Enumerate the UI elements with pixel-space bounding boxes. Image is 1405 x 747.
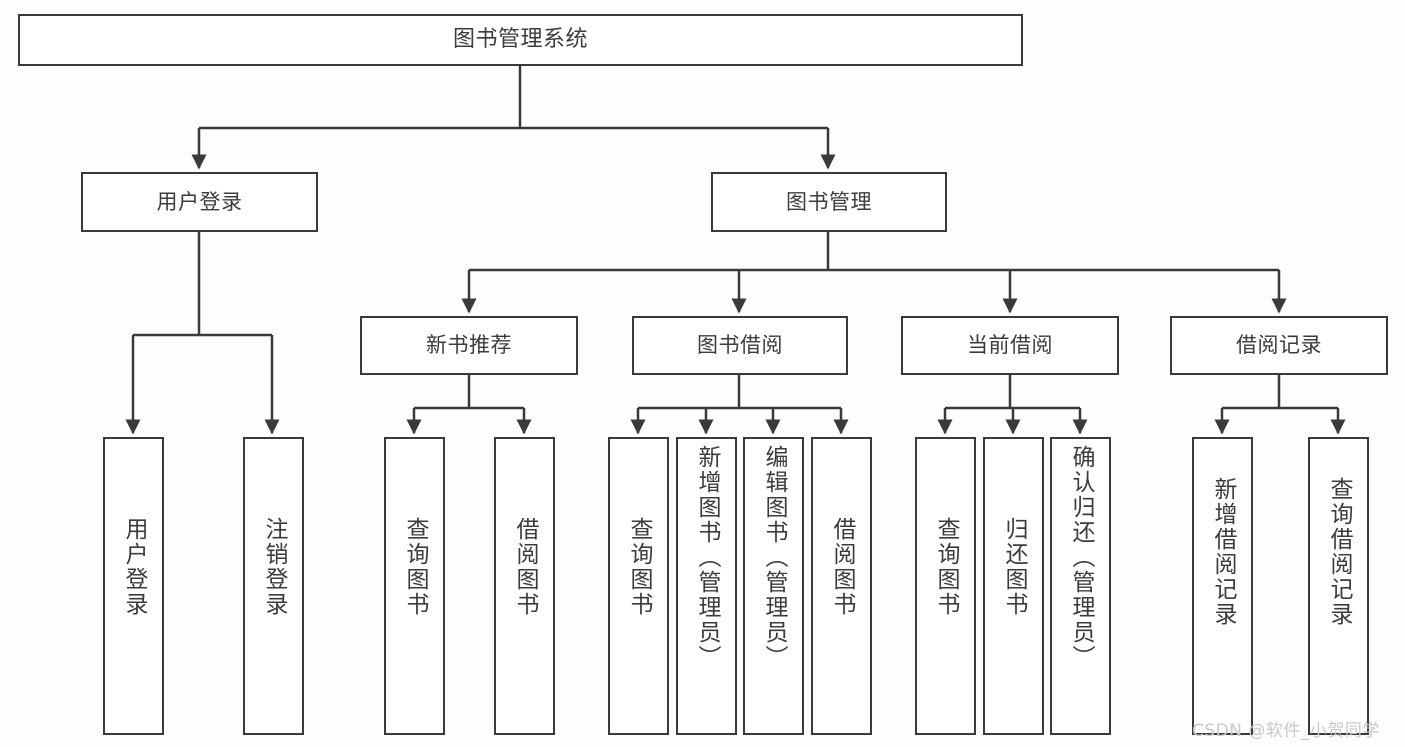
node-borrow-record[interactable]: 借阅记录 bbox=[1170, 316, 1388, 375]
node-label: 查询图书 bbox=[933, 517, 959, 617]
node-label: 确认归还（管理员） bbox=[1068, 445, 1094, 670]
leaf-query-book-recommend[interactable]: 查询图书 bbox=[384, 437, 445, 735]
leaf-add-book-admin[interactable]: 新增图书（管理员） bbox=[676, 437, 737, 735]
leaf-edit-book-admin[interactable]: 编辑图书（管理员） bbox=[743, 437, 804, 735]
node-new-book-recommend[interactable]: 新书推荐 bbox=[360, 316, 578, 375]
node-label: 查询借阅记录 bbox=[1326, 477, 1352, 627]
node-label: 借阅图书 bbox=[512, 517, 538, 617]
leaf-user-login[interactable]: 用户登录 bbox=[103, 437, 164, 735]
leaf-confirm-return-admin[interactable]: 确认归还（管理员） bbox=[1050, 437, 1111, 735]
csdn-watermark: CSDN @软件_小贺同学 bbox=[1192, 721, 1380, 741]
node-label: 用户登录 bbox=[156, 189, 243, 214]
node-label: 新增图书（管理员） bbox=[694, 445, 720, 670]
node-label: 查询图书 bbox=[626, 517, 652, 617]
node-label: 归还图书 bbox=[1001, 517, 1027, 617]
node-label: 用户登录 bbox=[121, 517, 147, 617]
node-root-system[interactable]: 图书管理系统 bbox=[18, 14, 1023, 66]
node-label: 查询图书 bbox=[402, 517, 428, 617]
leaf-add-borrow-record[interactable]: 新增借阅记录 bbox=[1192, 437, 1253, 735]
node-label: 借阅记录 bbox=[1236, 333, 1322, 358]
node-current-borrow[interactable]: 当前借阅 bbox=[901, 316, 1119, 375]
node-label: 注销登录 bbox=[261, 517, 287, 617]
node-label: 当前借阅 bbox=[967, 333, 1053, 358]
node-label: 借阅图书 bbox=[829, 517, 855, 617]
node-label: 图书管理 bbox=[786, 189, 872, 214]
node-label: 编辑图书（管理员） bbox=[761, 445, 787, 670]
leaf-return-book[interactable]: 归还图书 bbox=[983, 437, 1044, 735]
node-book-management[interactable]: 图书管理 bbox=[711, 172, 947, 232]
leaf-query-borrow-record[interactable]: 查询借阅记录 bbox=[1308, 437, 1369, 735]
leaf-logout[interactable]: 注销登录 bbox=[243, 437, 304, 735]
node-user-login[interactable]: 用户登录 bbox=[81, 172, 318, 232]
leaf-borrow-book[interactable]: 借阅图书 bbox=[811, 437, 872, 735]
node-label: 新增借阅记录 bbox=[1210, 477, 1236, 627]
leaf-query-book-current[interactable]: 查询图书 bbox=[915, 437, 976, 735]
node-label: 新书推荐 bbox=[426, 333, 512, 358]
node-book-borrow[interactable]: 图书借阅 bbox=[632, 316, 848, 375]
leaf-borrow-book-recommend[interactable]: 借阅图书 bbox=[494, 437, 555, 735]
leaf-query-book-borrow[interactable]: 查询图书 bbox=[608, 437, 669, 735]
node-label: 图书管理系统 bbox=[452, 27, 588, 53]
node-label: 图书借阅 bbox=[697, 333, 783, 358]
